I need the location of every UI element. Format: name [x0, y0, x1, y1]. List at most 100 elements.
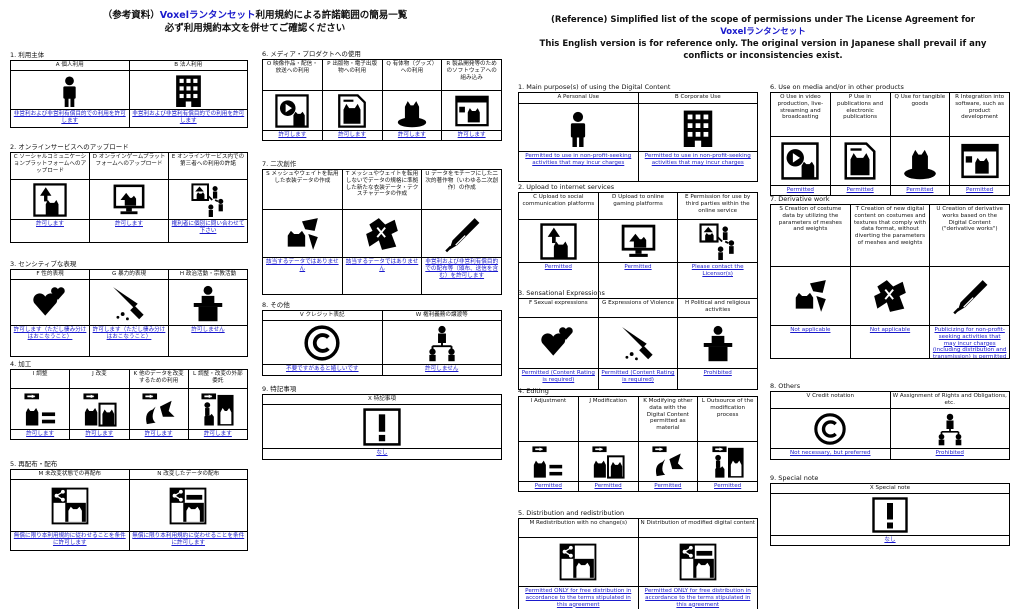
- section-title: 9. 特記事項: [262, 385, 297, 393]
- section-title: 1. 利用主体: [10, 51, 45, 59]
- permission-grid: X 特記事項なし: [262, 394, 502, 460]
- modify-icon: [591, 444, 626, 479]
- permission-status: Permitted (Content Rating is required): [521, 370, 595, 383]
- jp-header-line2: 必ず利用規約本文を併せてご確認ください: [164, 22, 346, 34]
- permission-pictogram: [519, 220, 598, 263]
- exclamation-icon: [363, 407, 401, 446]
- permission-cell: L 調整・改変の外部委託許可します: [188, 370, 248, 439]
- section-title: 6. メディア・プロダクトへの使用: [262, 50, 361, 58]
- permission-pictogram: [638, 104, 757, 152]
- permission-pictogram: [519, 318, 598, 369]
- permission-pictogram: [950, 137, 1009, 186]
- permission-cell: S メッシュやウェイトを転用した衣装データの作成該当するデータではありません: [263, 170, 343, 294]
- permission-status: 該当するデータではありません: [345, 259, 419, 272]
- permission-cell: S Creation of costume data by utilizing …: [771, 205, 851, 358]
- permission-cell: A 個人利用非営利および非営利有償目的での利用を許可します: [11, 61, 130, 127]
- permission-pictogram: [598, 318, 678, 369]
- permission-pictogram: [129, 389, 188, 430]
- permission-pictogram: [169, 180, 247, 220]
- permission-heading: L 調整・改変の外部委託: [188, 370, 247, 389]
- permission-cell: N 改変したデータの配布無償に限り本利用規約に従わせることを条件に許可します: [129, 470, 248, 550]
- permission-cell: E オンラインサービス内での第三者への利用の許諾権利者に個別に問い合わせて下さい: [169, 153, 248, 242]
- permission-heading: N 改変したデータの配布: [129, 470, 247, 480]
- permission-status: なし: [884, 537, 896, 543]
- permission-pictogram: [90, 180, 168, 220]
- section-title: 3. Sensational Expressions: [518, 289, 605, 297]
- permission-pictogram: [578, 442, 638, 482]
- permission-heading: E オンラインサービス内での第三者への利用の許諾: [169, 153, 247, 180]
- en-section-1: 1. Main purpose(s) of using the Digital …: [518, 83, 758, 182]
- permission-pictogram: [442, 91, 501, 131]
- hearts-icon: [31, 283, 69, 322]
- permission-status: Please contact the Licensor(s): [691, 264, 744, 277]
- video-icon: [275, 93, 310, 128]
- costume-icon: [791, 277, 830, 315]
- permission-pictogram: [771, 409, 890, 449]
- permission-grid: S Creation of costume data by utilizing …: [770, 204, 1011, 359]
- permission-pictogram: [771, 267, 850, 326]
- podium-icon: [189, 283, 227, 322]
- permission-status: Permitted ONLY for free distribution in …: [525, 588, 632, 608]
- goods-icon: [394, 93, 429, 128]
- permission-status: Permitted: [966, 187, 994, 193]
- section-title: 5. Distribution and redistribution: [518, 509, 625, 517]
- permission-pictogram: [638, 538, 757, 587]
- permission-heading: F Sexual expressions: [519, 299, 598, 318]
- permission-grid: M Redistribution with no change(s)Permit…: [518, 518, 758, 609]
- en-header-brand: Voxelランタンセット: [720, 27, 806, 38]
- permission-heading: B Corporate Use: [638, 93, 757, 104]
- en-header-line2: This English version is for reference on…: [539, 39, 987, 62]
- person-icon: [53, 73, 87, 107]
- permission-cell: W 権利義務の譲渡等許可しません: [382, 311, 502, 375]
- permission-heading: X 特記事項: [263, 395, 501, 405]
- section-title: 3. センシティブな表現: [10, 260, 77, 268]
- permission-pictogram: [263, 321, 382, 365]
- permission-status: Permitted: [654, 483, 682, 489]
- permission-pictogram: [382, 321, 501, 365]
- permission-status: 非営利および非営利有償目的での利用を許可します: [13, 111, 126, 124]
- permission-heading: Q 有体物（グッズ）への利用: [382, 60, 442, 91]
- permission-heading: J 改変: [70, 370, 129, 389]
- permission-grid: C Upload to social communication platfor…: [518, 192, 759, 299]
- permission-cell: M 未改変状態での再配布無償に限り本利用規約に従わせることを条件に許可します: [11, 470, 130, 550]
- permission-cell: Q 有体物（グッズ）への利用許可します: [382, 60, 443, 140]
- permission-pictogram: [11, 389, 70, 430]
- permission-heading: W Assignment of Rights and Obligations, …: [890, 392, 1009, 409]
- permission-cell: U データをモチーフにした二次的著作物（いわゆる二次創作）の作成非営利および非営…: [422, 170, 503, 294]
- permission-heading: P Use in publications and electronic pub…: [830, 93, 890, 137]
- permission-cell: R Integration into software, such as pro…: [950, 93, 1010, 195]
- permission-heading: O Use in video production, live-streamin…: [771, 93, 830, 137]
- permission-pictogram: [519, 442, 578, 482]
- outsource-icon: [200, 391, 236, 427]
- derivative-icon: [950, 277, 989, 315]
- derivative-icon: [442, 214, 481, 253]
- permission-heading: R Integration into software, such as pro…: [950, 93, 1009, 137]
- transfer-icon: [932, 411, 967, 446]
- permission-heading: X Special note: [771, 484, 1009, 494]
- publication-icon: [335, 93, 370, 128]
- permission-heading: A Personal Use: [519, 93, 638, 104]
- game-upload-icon: [619, 222, 657, 260]
- jp-header-suffix: 利用規約による許諾範囲の簡易一覧: [255, 10, 408, 21]
- permission-status: 権利者に個別に問い合わせて下さい: [171, 221, 245, 234]
- permission-status: 許可します: [85, 431, 114, 437]
- third-party-icon: [699, 222, 737, 260]
- permission-status: Permitted: [544, 264, 572, 270]
- permission-pictogram: [771, 494, 1009, 536]
- permission-heading: H Political and religious activities: [678, 299, 758, 318]
- permission-heading: L Outsource of the modification process: [698, 397, 757, 442]
- permission-heading: P 出版物・電子出版物への利用: [322, 60, 382, 91]
- software-icon: [960, 142, 999, 180]
- permission-status: 不要ですがあると嬉しいです: [285, 366, 359, 372]
- permission-heading: O 映像作品・配信・放送への利用: [263, 60, 322, 91]
